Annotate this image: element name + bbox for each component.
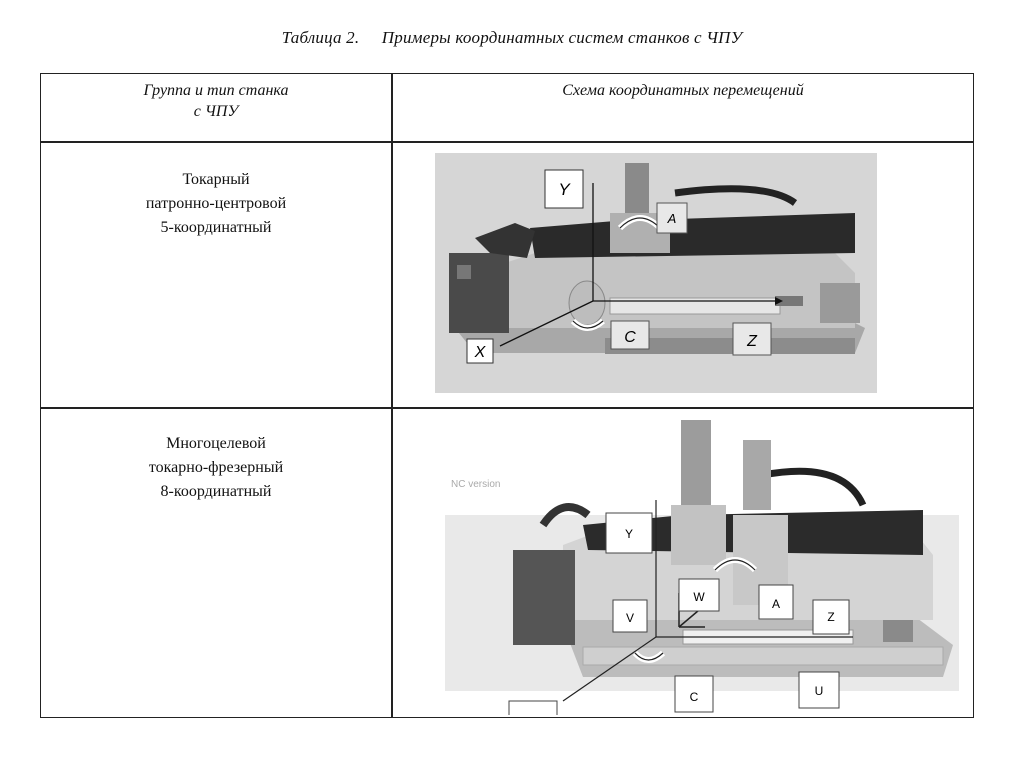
mill-turn-8axis-diagram: NC version <box>443 415 961 715</box>
x-axis-label: X <box>529 713 537 715</box>
row2-label-line2: токарно-фрезерный <box>148 459 284 476</box>
u-axis-label: U <box>815 684 824 698</box>
x-axis-box <box>508 700 558 715</box>
c-rotation-outline <box>634 652 664 661</box>
row2-label-line3: 8-координатный <box>160 483 272 500</box>
control-cabinet <box>513 550 575 645</box>
z-axis-box <box>732 322 772 356</box>
lathe-5axis-diagram: Y A X C Z <box>435 153 877 393</box>
a-axis-box <box>758 584 794 620</box>
row1-label-line3: 5-координатный <box>160 219 272 236</box>
spindle-head-1 <box>671 505 726 565</box>
c-axis-box <box>610 320 650 350</box>
w-axis-box <box>678 578 720 612</box>
y-axis-label: Y <box>625 527 633 541</box>
c-rotation-outline <box>572 320 604 329</box>
column-divider <box>391 74 393 717</box>
right-housing <box>820 283 860 323</box>
c-axis-box <box>674 675 714 713</box>
machine-bed <box>582 646 944 666</box>
caption-number: Таблица 2. <box>281 28 360 47</box>
x-axis-line <box>562 636 657 702</box>
row2-machine-figure: NC version <box>443 415 961 715</box>
header-divider <box>41 141 973 143</box>
c-axis-label: C <box>624 329 636 346</box>
row2-label-line1: Многоцелевой <box>166 435 266 452</box>
x-axis-label: X <box>474 344 487 361</box>
tailstock <box>883 620 913 642</box>
spindle-column-2 <box>743 440 771 510</box>
c-axis-label: C <box>690 690 699 704</box>
caption-title: Примеры координатных систем станков с ЧП… <box>381 28 743 47</box>
table-caption: Таблица 2. Примеры координатных систем с… <box>0 28 1024 48</box>
cable-chain-left <box>475 223 535 258</box>
row1-machine-figure: Y A X C Z <box>435 153 877 393</box>
header-scheme: Схема координатных перемещений <box>562 82 804 99</box>
header-machine-type-line1: Группа и тип станка <box>143 82 289 99</box>
x-axis-box <box>466 338 494 364</box>
row1-label-line2: патронно-центровой <box>145 195 287 212</box>
v-axis-box <box>612 599 648 633</box>
z-axis-box <box>812 599 850 635</box>
row-divider <box>41 407 973 409</box>
watermark-text: NC version <box>451 479 500 490</box>
v-axis-label: V <box>626 611 634 625</box>
z-axis-label: Z <box>827 610 834 624</box>
header-machine-type-line2: с ЧПУ <box>193 103 239 120</box>
machines-table: Группа и тип станка с ЧПУ Схема координа… <box>40 73 974 718</box>
cabinet-panel <box>457 265 471 279</box>
a-axis-box <box>656 202 688 234</box>
cable-chain-left <box>539 503 591 528</box>
machine-bed-rail <box>605 338 855 354</box>
chuck <box>568 280 606 326</box>
tailstock <box>775 296 803 306</box>
y-axis-box <box>605 512 653 554</box>
machine-body <box>505 253 855 328</box>
a-axis-label: A <box>667 211 677 226</box>
cable-chain-top <box>674 185 798 206</box>
y-axis-label: Y <box>558 180 571 199</box>
row1-label-line1: Токарный <box>182 171 250 188</box>
u-axis-box <box>798 671 840 709</box>
row2-label: Многоцелевой токарно-фрезерный 8-координ… <box>41 432 391 504</box>
header-machine-type: Группа и тип станка с ЧПУ <box>41 80 391 122</box>
z-arrowhead <box>775 297 783 305</box>
z-axis-label: Z <box>746 333 758 350</box>
cable-chain-top <box>762 467 867 507</box>
a-rotation-outline <box>714 559 756 571</box>
row1-label: Токарный патронно-центровой 5-координатн… <box>41 168 391 240</box>
x-axis-line <box>499 300 594 347</box>
a-axis-label: A <box>772 597 780 611</box>
w-axis-label: W <box>693 590 705 604</box>
y-axis-box <box>544 169 584 209</box>
spindle-column-1 <box>681 420 711 510</box>
